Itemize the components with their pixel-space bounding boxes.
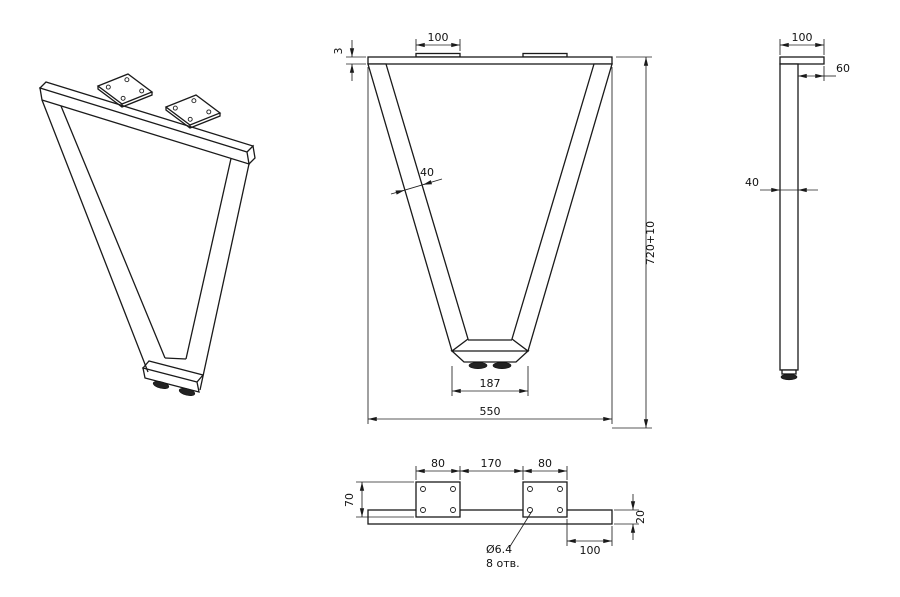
dim-arrow — [390, 189, 405, 195]
hole-icon — [420, 486, 426, 492]
dim-label-overall-width: 550 — [480, 405, 501, 418]
extension-lines — [346, 56, 366, 65]
side-view: 100 60 40 — [745, 31, 850, 381]
hole-icon — [187, 116, 193, 122]
side-top-flange — [779, 56, 825, 65]
dim-label-plate-thickness: 3 — [332, 48, 345, 55]
front-foot-pad-right — [492, 361, 512, 369]
front-right-leg — [511, 63, 613, 353]
dim-plan-bar-height: 20 — [614, 494, 647, 540]
dim-side-profile-depth: 40 — [745, 176, 818, 193]
dim-label-bar-height: 20 — [634, 510, 647, 524]
side-foot-stem — [781, 369, 797, 375]
dim-plan-plate-spacing: 80 170 80 — [415, 457, 568, 480]
dim-label-top-depth: 100 — [792, 31, 813, 44]
dim-front-overall-width: 550 — [367, 67, 613, 424]
plan-plate-right-holes — [527, 486, 563, 513]
dim-side-top-depth: 100 — [779, 31, 825, 55]
dim-label-profile-depth: 40 — [745, 176, 759, 189]
hole-icon — [450, 486, 456, 492]
dim-label-profile-width: 40 — [420, 166, 434, 179]
hole-icon — [557, 507, 563, 513]
front-left-leg — [367, 63, 469, 353]
dim-front-height: 720+10 — [612, 56, 657, 429]
hole-icon — [527, 507, 533, 513]
dim-label-plate-depth: 70 — [343, 493, 356, 507]
hole-icon — [172, 105, 178, 111]
dim-label-overhang: 60 — [836, 62, 850, 75]
plan-plate-left-holes — [420, 486, 456, 513]
iso-mounting-plate-1 — [96, 73, 154, 108]
plan-plate-right — [522, 481, 568, 518]
hole-icon — [206, 109, 212, 115]
leader-line — [508, 510, 533, 549]
dim-front-profile-width: 40 — [390, 166, 443, 195]
iso-foot — [141, 360, 205, 393]
dim-label-end-distance: 100 — [580, 544, 601, 557]
callout-hole-count: 8 отв. — [486, 557, 520, 570]
dim-label-height: 720+10 — [644, 221, 657, 265]
iso-plate-1-holes — [105, 77, 145, 101]
iso-opening-bottom — [164, 357, 187, 360]
callout-hole-diameter: Ø6.4 — [486, 543, 512, 556]
dim-label-foot-width: 187 — [480, 377, 501, 390]
dim-arrow — [422, 178, 443, 186]
hole-icon — [527, 486, 533, 492]
isometric-view — [38, 73, 256, 396]
dim-line — [404, 184, 424, 191]
side-foot-pad — [780, 373, 798, 381]
front-top-bar — [367, 56, 613, 65]
dim-label-plate-spacing: 170 — [481, 457, 502, 470]
dim-label-plate-width: 100 — [428, 31, 449, 44]
hole-icon — [124, 77, 130, 83]
dim-plan-end-distance: 100 — [566, 519, 613, 557]
hole-callout: Ø6.4 8 отв. — [486, 510, 533, 570]
dim-front-foot-width: 187 — [451, 366, 529, 396]
hole-icon — [120, 95, 126, 101]
front-foot — [450, 350, 530, 363]
dim-label-left-plate-width: 80 — [431, 457, 445, 470]
iso-foot-pad-left — [152, 381, 170, 389]
front-view: 3 100 40 720+10 187 — [332, 31, 657, 429]
hole-icon — [105, 84, 111, 90]
dim-label-right-plate-width: 80 — [538, 457, 552, 470]
plan-plate-left — [415, 481, 461, 518]
hole-icon — [557, 486, 563, 492]
iso-right-leg-edges — [185, 158, 250, 391]
hole-icon — [420, 507, 426, 513]
dim-plan-plate-depth: 70 — [343, 481, 414, 518]
hole-icon — [139, 88, 145, 94]
iso-foot-pad-right — [178, 388, 196, 396]
front-foot-pad-left — [468, 361, 488, 369]
extension-lines — [356, 481, 414, 518]
dim-front-plate-width: 100 — [415, 31, 461, 51]
iso-mounting-plate-2 — [164, 94, 222, 129]
iso-plate-2-holes — [172, 98, 212, 122]
side-leg-profile — [779, 63, 799, 371]
extension-lines — [367, 67, 613, 424]
iso-left-leg-edges — [41, 99, 166, 373]
dim-front-plate-thickness: 3 — [332, 40, 366, 81]
plan-view: 80 170 80 70 20 100 Ø6.4 8 отв. — [343, 457, 647, 570]
hole-icon — [191, 98, 197, 104]
hole-icon — [450, 507, 456, 513]
dim-side-overhang: 60 — [798, 62, 850, 81]
